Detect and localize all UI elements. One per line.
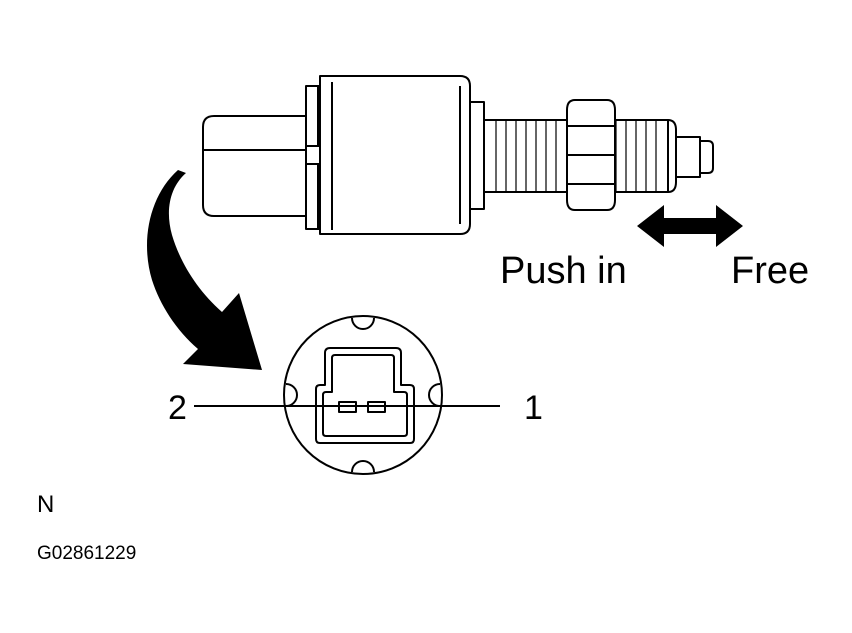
double-headed-arrow-icon xyxy=(637,205,743,247)
view-letter-label: N xyxy=(37,491,54,518)
pin-1-label: 1 xyxy=(524,389,543,427)
push-in-label: Push in xyxy=(500,250,627,292)
connector-housing-outline xyxy=(315,347,415,444)
connector-end-view xyxy=(283,315,443,475)
plunger xyxy=(675,136,701,178)
switch-side-view xyxy=(202,75,714,235)
free-label: Free xyxy=(731,250,809,292)
figure-code-label: G02861229 xyxy=(37,543,136,564)
switch-main-body xyxy=(319,75,471,235)
pin-2-label: 2 xyxy=(168,389,187,427)
plunger-tip xyxy=(699,140,714,174)
connector-housing xyxy=(202,115,309,217)
body-step-ring xyxy=(469,101,485,210)
curved-arrow-icon xyxy=(147,170,262,370)
